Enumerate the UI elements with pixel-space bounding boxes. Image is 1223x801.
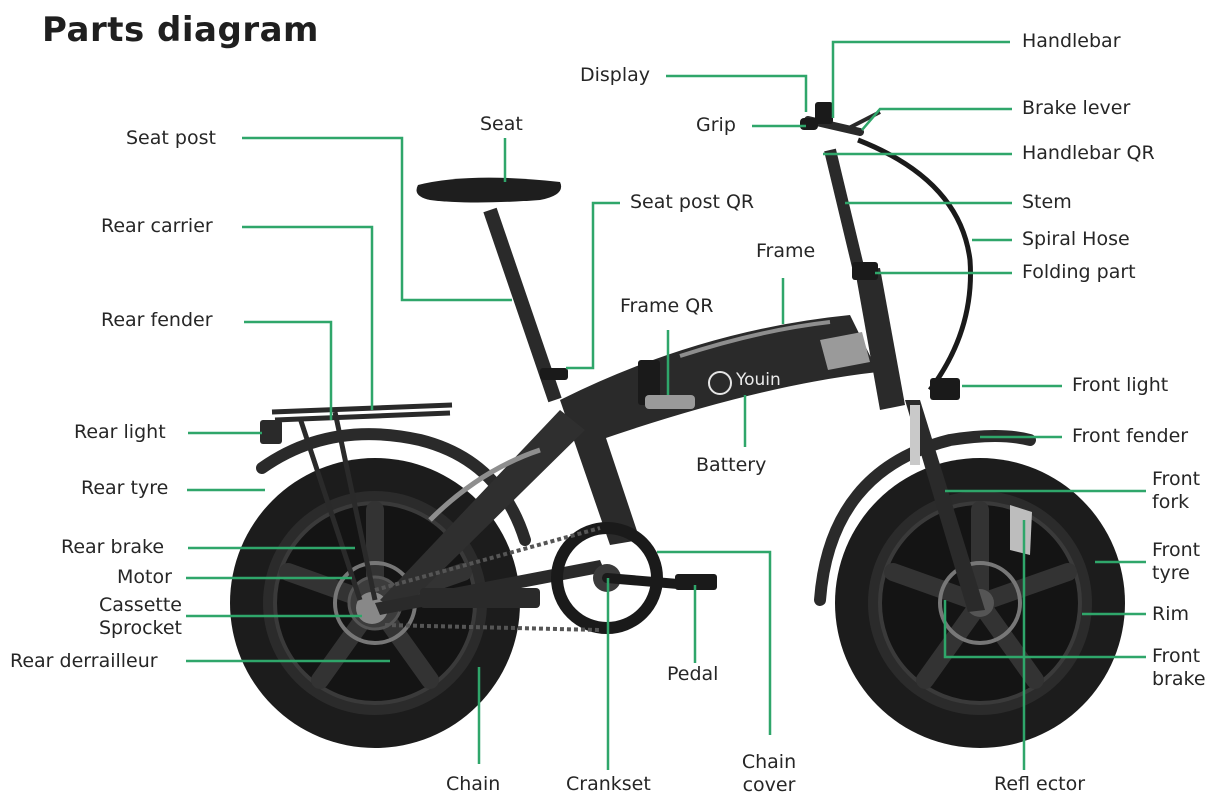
front-brake-disc xyxy=(938,561,1022,645)
front-light-shape xyxy=(930,378,960,400)
label-motor: Motor xyxy=(117,566,172,588)
label-stem: Stem xyxy=(1022,191,1072,213)
label-seat-post: Seat post xyxy=(126,127,216,149)
frame-logo-icon xyxy=(708,371,732,395)
label-seat-post-qr: Seat post QR xyxy=(630,191,755,213)
frame-tube xyxy=(560,315,878,440)
label-chain-cover: Chain cover xyxy=(741,751,797,796)
chain-cover-shape xyxy=(420,588,540,608)
label-spiral-hose: Spiral Hose xyxy=(1022,228,1130,250)
seat-post-qr-shape xyxy=(540,368,568,380)
label-grip: Grip xyxy=(696,114,736,136)
folding-part-shape xyxy=(852,262,878,280)
label-rim: Rim xyxy=(1152,603,1189,625)
label-chain: Chain xyxy=(446,773,501,795)
label-handlebar-qr: Handlebar QR xyxy=(1022,142,1155,164)
head-tube xyxy=(855,268,905,410)
frame-qr-shape xyxy=(638,360,660,405)
label-rear-carrier: Rear carrier xyxy=(101,215,213,237)
label-seat: Seat xyxy=(480,113,523,135)
label-battery: Battery xyxy=(696,454,767,476)
leader-lines xyxy=(186,40,1146,770)
label-front-light: Front light xyxy=(1072,374,1169,396)
frame-logo-text: Youin xyxy=(736,370,781,390)
front-fork-shape xyxy=(905,400,985,612)
label-rear-light: Rear light xyxy=(74,421,166,443)
label-frame-qr: Frame QR xyxy=(620,295,714,317)
label-rear-fender: Rear fender xyxy=(101,309,213,331)
label-rear-tyre: Rear tyre xyxy=(81,477,169,499)
reflector-shape xyxy=(1010,505,1032,555)
label-crankset: Crankset xyxy=(566,773,651,795)
display-shape xyxy=(815,102,833,124)
label-front-tyre: Front tyre xyxy=(1152,539,1201,584)
label-front-fork: Front fork xyxy=(1152,468,1201,513)
label-folding-part: Folding part xyxy=(1022,261,1136,283)
label-display: Display xyxy=(580,64,651,86)
label-pedal: Pedal xyxy=(667,663,719,685)
label-rear-brake: Rear brake xyxy=(61,536,165,558)
label-reflector: Refl ector xyxy=(994,773,1086,795)
page-title: Parts diagram xyxy=(42,10,319,50)
label-handlebar: Handlebar xyxy=(1022,30,1121,52)
spiral-hose-shape xyxy=(857,137,973,392)
rear-carrier xyxy=(271,402,453,601)
rear-light-shape xyxy=(260,420,282,444)
seat-shape xyxy=(416,177,562,203)
chain-shape xyxy=(374,526,601,632)
label-front-brake: Front brake xyxy=(1152,645,1206,690)
grip-shape xyxy=(800,118,818,130)
label-frame: Frame xyxy=(756,240,816,262)
label-brake-lever: Brake lever xyxy=(1022,97,1131,119)
label-front-fender: Front fender xyxy=(1072,425,1189,447)
label-rear-derailleur: Rear derrailleur xyxy=(10,650,158,672)
pedal-shape xyxy=(675,574,717,590)
label-cassette-sprocket: Cassette Sprocket xyxy=(98,594,182,639)
stem-shape xyxy=(824,148,866,277)
